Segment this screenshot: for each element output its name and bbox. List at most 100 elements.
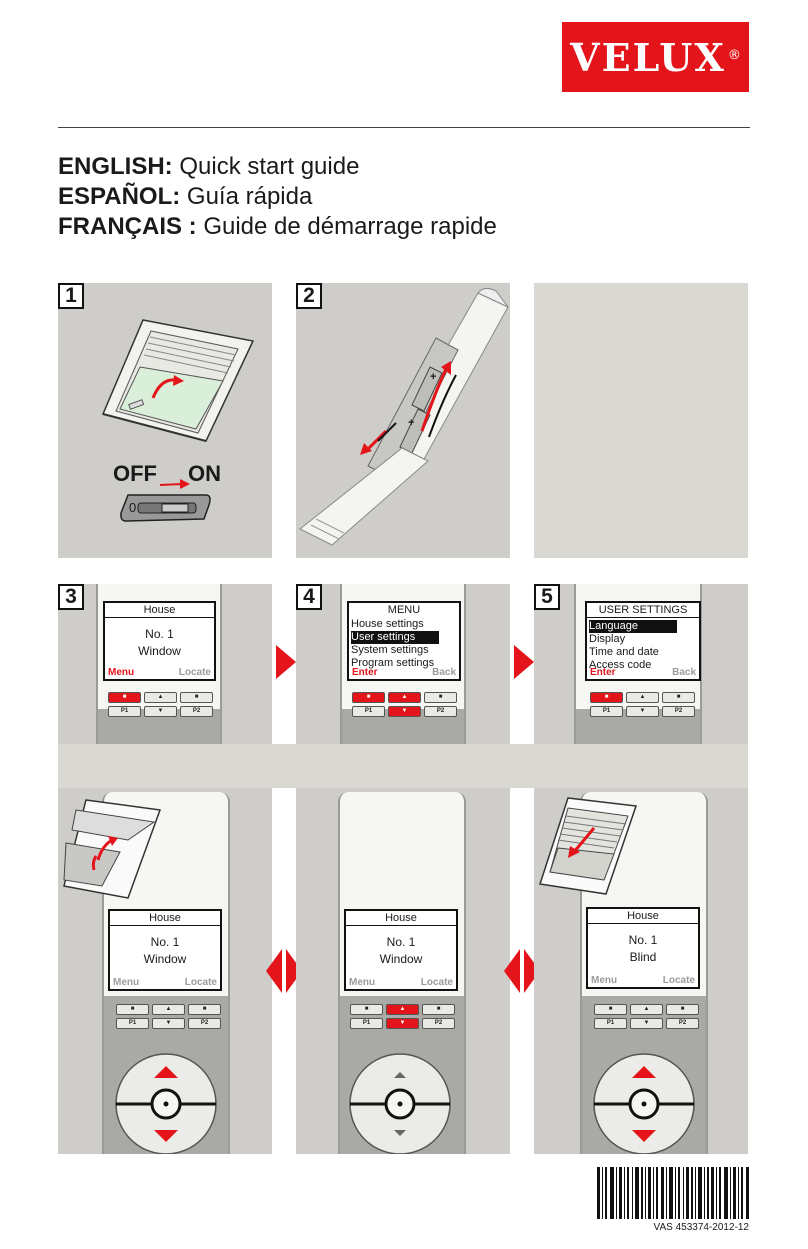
left-softkey-button[interactable]: ■ [352,692,385,703]
up-button[interactable]: ▲ [144,692,177,703]
right-softkey-button[interactable]: ■ [424,692,457,703]
up-button[interactable]: ▲ [386,1004,419,1015]
softkey-left-label: Enter [352,667,378,678]
left-softkey-button[interactable]: ■ [116,1004,149,1015]
p2-button[interactable]: P2 [188,1018,221,1029]
menu-item-program-settings[interactable]: Program settings [351,657,435,669]
blank-panel [534,283,748,558]
softkey-right-label: Back [432,667,456,678]
softkey-right-label: Locate [662,975,695,986]
step-2-panel: 2 + + [296,283,510,558]
display-screen: USER SETTINGS Language Display Time and … [585,601,701,681]
menu-item-time-and-date[interactable]: Time and date [589,646,659,658]
screen-line-1: No. 1 [150,935,180,949]
left-softkey-button[interactable]: ■ [350,1004,383,1015]
control-panel-window-center: House No. 1 Window Menu Locate ■ ▲ ■ P1 ▼… [296,788,510,1154]
p2-button[interactable]: P2 [422,1018,455,1029]
step-number-3: 3 [58,584,84,610]
title-spanish: ESPAÑOL: Guía rápida [58,183,313,210]
screen-header: House [588,909,698,924]
menu-item-language[interactable]: Language [589,620,677,633]
down-button[interactable]: ▼ [388,706,421,717]
document-code: VAS 453374-2012-12 [653,1222,749,1233]
softkey-left-label: Menu [349,977,376,988]
down-button[interactable]: ▼ [152,1018,185,1029]
softkey-right-label: Locate [420,977,453,988]
right-softkey-button[interactable]: ■ [180,692,213,703]
title-french: FRANÇAIS : Guide de démarrage rapide [58,213,497,240]
p1-button[interactable]: P1 [590,706,623,717]
p1-button[interactable]: P1 [594,1018,627,1029]
window-illustration [101,319,255,442]
down-button[interactable]: ▼ [626,706,659,717]
right-softkey-button[interactable]: ■ [666,1004,699,1015]
step-number-5: 5 [534,584,560,610]
menu-item-access-code[interactable]: Access code [589,659,652,671]
softkey-right-label: Back [672,667,696,678]
p1-button[interactable]: P1 [350,1018,383,1029]
down-button[interactable]: ▼ [386,1018,419,1029]
down-button[interactable]: ▼ [630,1018,663,1029]
screen-line-2: Window [143,952,187,966]
switch-off-label: OFF [113,461,157,486]
navigation-wheel[interactable] [296,788,510,1154]
window-opening-icon [63,799,162,899]
header-rule [58,127,750,128]
softkey-left-label: Menu [591,975,618,986]
menu-item-user-settings[interactable]: User settings [351,631,439,644]
battery-switch [120,479,211,522]
step-number-1: 1 [58,283,84,309]
softkey-left-label: Menu [113,977,140,988]
up-button[interactable]: ▲ [152,1004,185,1015]
softkey-left-label: Menu [108,667,135,678]
screen-line-1: No. 1 [386,935,416,949]
p2-button[interactable]: P2 [424,706,457,717]
battery-plus-lower: + [408,417,415,429]
battery-insertion-illustration [299,287,509,546]
p2-button[interactable]: P2 [666,1018,699,1029]
up-button[interactable]: ▲ [626,692,659,703]
battery-plus-upper: + [430,371,437,383]
step-number-2: 2 [296,283,322,309]
screen-line-1: No. 1 [145,627,174,641]
left-softkey-button[interactable]: ■ [594,1004,627,1015]
title-english: ENGLISH: Quick start guide [58,153,360,180]
navigation-wheel[interactable] [58,788,272,1154]
switch-on-label: ON [188,461,221,486]
down-button[interactable]: ▼ [144,706,177,717]
navigation-wheel[interactable] [534,788,748,1154]
menu-item-system-settings[interactable]: System settings [351,644,429,656]
right-softkey-button[interactable]: ■ [188,1004,221,1015]
right-softkey-button[interactable]: ■ [422,1004,455,1015]
right-softkey-button[interactable]: ■ [662,692,695,703]
menu-item-house-settings[interactable]: House settings [351,618,424,630]
registered-mark: ® [727,47,741,63]
screen-line-2: Window [138,644,181,658]
left-right-arrows-icon [504,949,540,993]
up-button[interactable]: ▲ [388,692,421,703]
velux-logo: VELUX ® [562,22,749,92]
p2-button[interactable]: P2 [180,706,213,717]
screen-header: House [346,911,456,926]
p2-button[interactable]: P2 [662,706,695,717]
p1-button[interactable]: P1 [116,1018,149,1029]
left-softkey-button[interactable]: ■ [590,692,623,703]
softkey-left-label: Enter [590,667,616,678]
step-1-panel: 1 OFF ON 0 [58,283,272,558]
step-4-panel: 4 MENU House settings User settings Syst… [296,584,510,744]
p1-button[interactable]: P1 [352,706,385,717]
next-arrow-icon [514,645,534,679]
separator-strip [58,744,748,788]
p1-button[interactable]: P1 [108,706,141,717]
left-softkey-button[interactable]: ■ [108,692,141,703]
menu-item-display[interactable]: Display [589,633,626,645]
screen-line-2: Window [379,952,423,966]
left-right-arrows-icon [266,949,302,993]
up-button[interactable]: ▲ [630,1004,663,1015]
logo-text: VELUX [570,34,726,80]
